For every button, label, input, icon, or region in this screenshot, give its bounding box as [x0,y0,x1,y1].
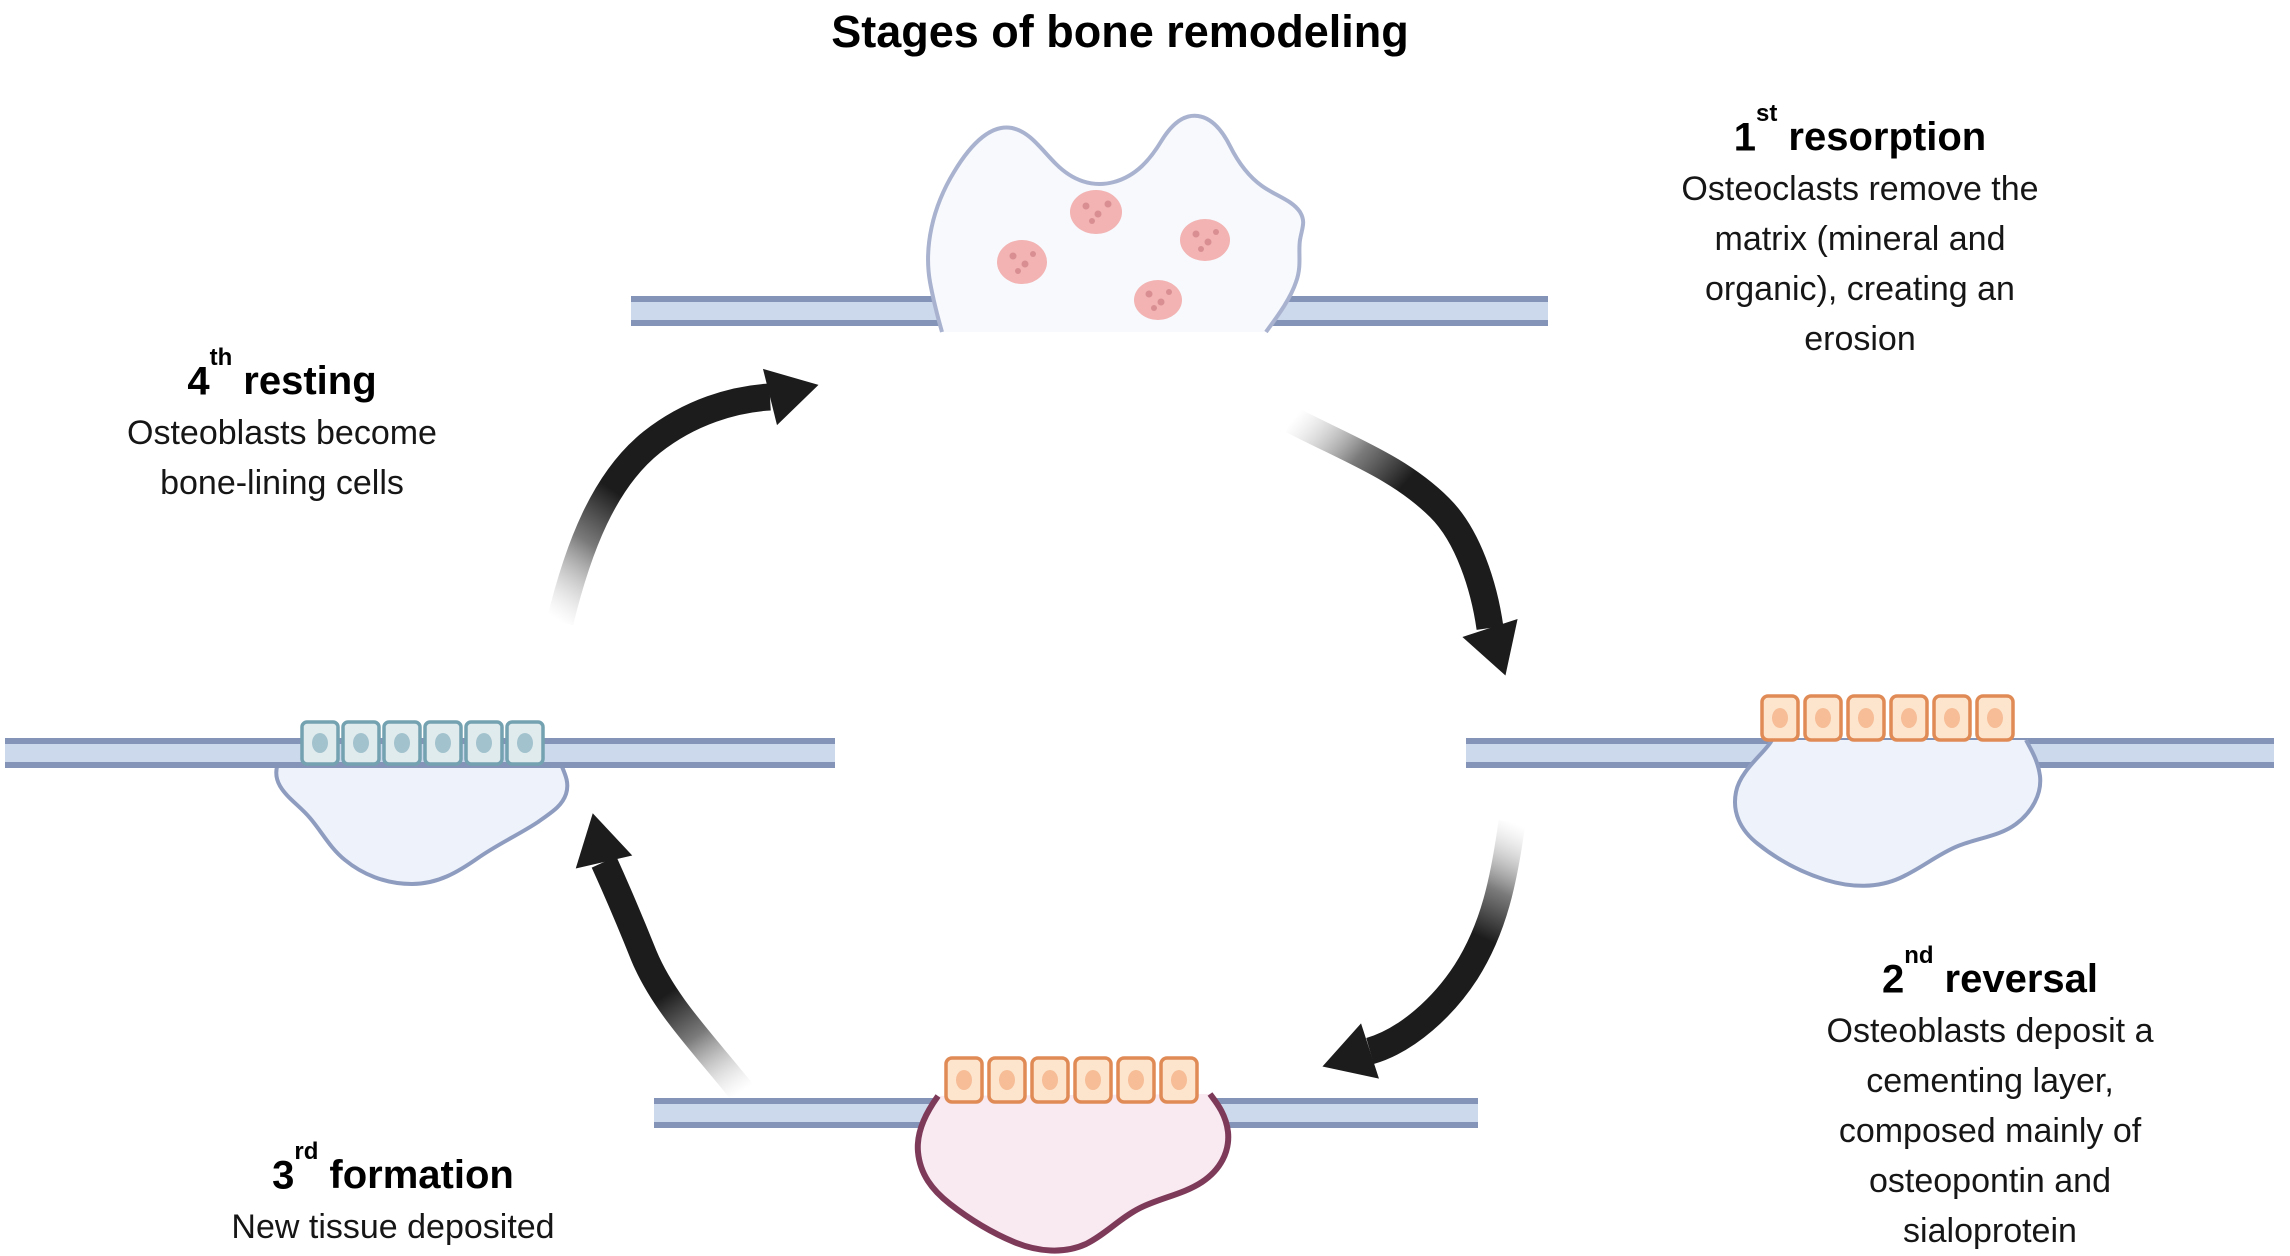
stage-resting: 4th resting Osteoblasts become bone-linin… [57,344,507,508]
stage-resorption: 1st resorption Osteoclasts remove the mat… [1610,100,2110,364]
stage-ordinal: th [209,344,233,372]
bone-lining-cell [464,720,504,766]
osteoclast-nuclei [997,190,1230,320]
stage-description-line: cementing layer, [1866,1062,2114,1101]
stage-description-line: Osteoblasts deposit a [1826,1012,2154,1051]
osteoblast-cell [1030,1056,1070,1104]
stage-resorption-heading: 1st resorption [1610,100,2110,164]
stage-description-line: New tissue deposited [231,1208,555,1247]
new-tissue-blob [914,1092,1232,1254]
bone-lining-cell [505,720,545,766]
stage-number: 2 [1881,957,1905,1002]
resting-cell-blob [274,738,570,886]
osteoblast-cell [1760,694,1800,742]
reversal-illustration [1733,738,2043,888]
arrow-formation-to-resting [575,813,753,1101]
resting-illustration [274,738,570,886]
stage-formation-heading: 3rd formation [168,1138,618,1202]
stage-description-line: Osteoblasts become [127,414,437,453]
stage-description-line: organic), creating an [1705,270,2015,309]
stage-ordinal: rd [294,1138,319,1166]
stage-description-line: bone-lining cells [160,464,404,503]
stage-description-line: composed mainly of [1838,1112,2142,1151]
osteoblast-cell [1889,694,1929,742]
stage-ordinal: nd [1904,942,1934,970]
formation-illustration [914,1092,1232,1254]
arrow-reversal-to-formation [1322,820,1526,1079]
reversal-cement-blob [1733,738,2043,888]
stage-number: 4 [187,359,210,404]
stage-reversal-heading: 2nd reversal [1765,942,2215,1006]
stage-description-line: sialoprotein [1903,1212,2077,1251]
stage-name: resorption [1788,115,1987,160]
stage-number: 3 [272,1153,295,1198]
osteoblast-cell [987,1056,1027,1104]
bone-lining-cell [341,720,381,766]
stage-reversal: 2nd reversal Osteoblasts deposit a cement… [1765,942,2215,1256]
bone-lining-cell [423,720,463,766]
stage-description-line: osteopontin and [1869,1162,2111,1201]
osteoblast-cell [1159,1056,1199,1104]
osteoblast-cell [1073,1056,1113,1104]
stage-formation: 3rd formation New tissue deposited [168,1138,618,1252]
stage-description-line: Osteoclasts remove the [1681,170,2039,209]
arrow-resorption-to-reversal [1285,408,1518,676]
stage-resting-heading: 4th resting [57,344,507,408]
bone-lining-cell [300,720,340,766]
osteoblast-cell [1975,694,2015,742]
stage-number: 1 [1733,115,1757,160]
bone-lining-cell [382,720,422,766]
osteoblast-cell [1116,1056,1156,1104]
stage-ordinal: st [1756,100,1778,128]
stage-name: formation [329,1153,514,1198]
arrow-resting-to-resorption [546,368,819,626]
osteoblast-cell [944,1056,984,1104]
page-title: Stages of bone remodeling [831,6,1409,57]
osteoblast-cell [1803,694,1843,742]
osteoblast-cell [1846,694,1886,742]
reversal-osteoblast-row [1760,694,2015,742]
stage-name: reversal [1944,957,2099,1002]
stage-description-line: erosion [1804,320,1916,359]
osteoblast-cell [1932,694,1972,742]
resorption-illustration [926,113,1306,334]
stage-name: resting [243,359,377,404]
stage-description-line: matrix (mineral and [1714,220,2006,259]
